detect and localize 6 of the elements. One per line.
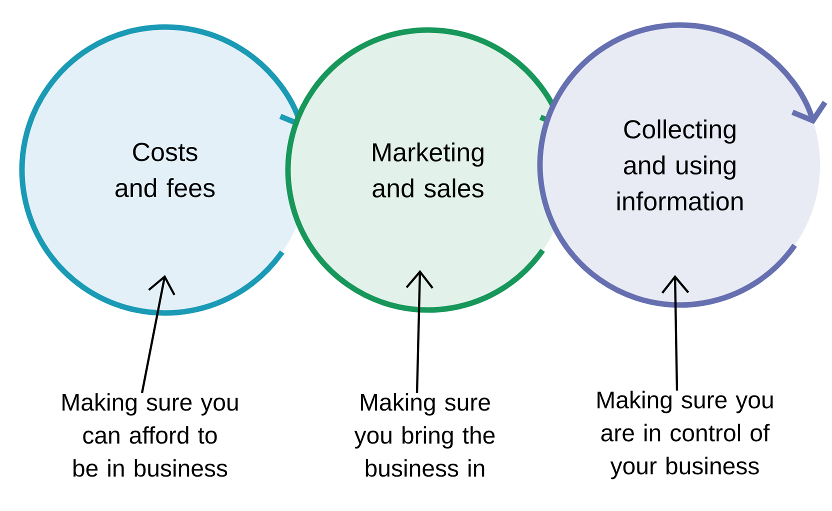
arrow [140,275,176,394]
arrow [406,270,434,394]
caption-text: Making sure you bring the business in [354,393,495,477]
caption-text: Making sure you can afford to be in business [62,393,238,477]
caption-text: Making sure you are in control of your business [598,390,773,480]
arrow [661,275,690,391]
